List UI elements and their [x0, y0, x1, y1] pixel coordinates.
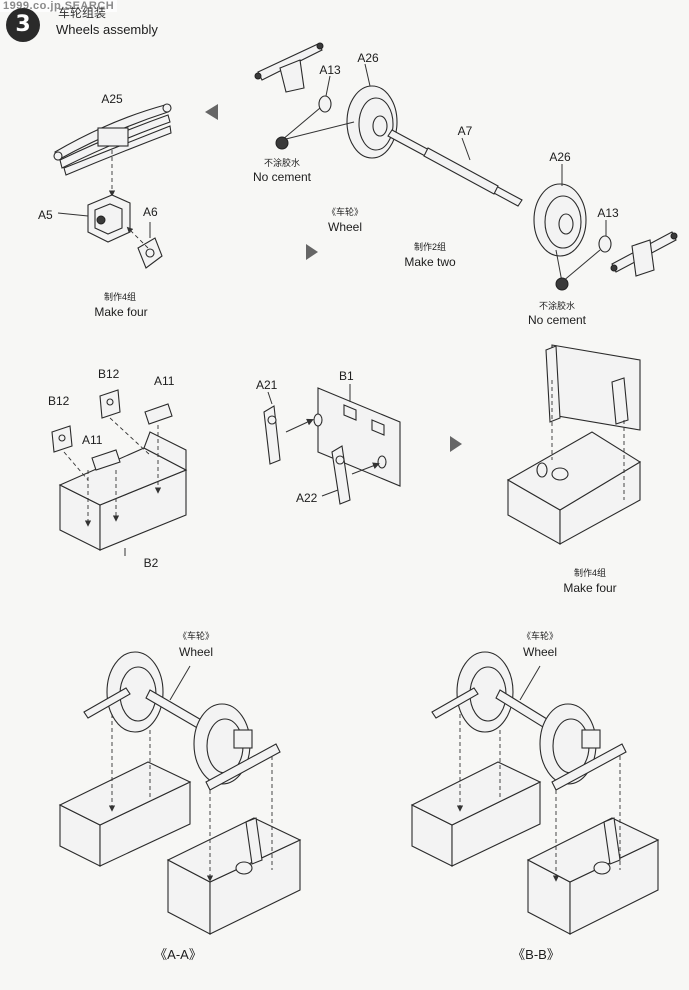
wheel-en-1: Wheel — [327, 220, 363, 234]
wheel-en-2: Wheel — [178, 645, 214, 659]
lever-a21 — [263, 405, 281, 465]
view-caption-aa: 《A-A》 — [154, 947, 202, 962]
washer-a13-top — [318, 95, 332, 113]
no-cement-en-1: No cement — [252, 170, 312, 184]
spring-hanger-top-left — [254, 42, 324, 93]
wheel-cn-1: 《车轮》 — [326, 207, 364, 217]
flow-arrow-1 — [205, 104, 218, 120]
wheel-cn-2: 《车轮》 — [177, 631, 215, 641]
step-number-badge: 3 — [6, 8, 40, 42]
part-label-b12-left: B12 — [48, 394, 70, 408]
view-bb-box-right — [526, 817, 660, 935]
plate-b1 — [313, 387, 401, 487]
make-two-cn: 制作2组 — [413, 242, 447, 252]
no-cement-en-2: No cement — [527, 313, 587, 327]
spring-hanger-right — [610, 231, 678, 277]
make-four-en-2: Make four — [563, 581, 617, 595]
flow-arrow-3 — [450, 436, 462, 452]
part-label-a7: A7 — [457, 124, 473, 138]
wheel-a26-right — [533, 183, 587, 257]
bracket-b12-left — [51, 425, 73, 453]
part-label-b1: B1 — [339, 369, 354, 383]
axle-box-a5 — [87, 194, 131, 243]
view-bb-wheelset — [431, 651, 627, 791]
part-label-a26-right: A26 — [549, 150, 571, 164]
wheel-cn-3: 《车轮》 — [521, 631, 559, 641]
part-label-a5: A5 — [38, 208, 53, 222]
part-label-a11-left: A11 — [82, 433, 103, 447]
step-title-en: Wheels assembly — [56, 22, 158, 37]
part-label-a21: A21 — [256, 378, 278, 392]
pin-a11-left — [91, 449, 121, 471]
make-four-cn-2: 制作4组 — [573, 568, 607, 578]
part-label-a13-top: A13 — [319, 63, 341, 77]
part-label-a22: A22 — [296, 491, 318, 505]
lever-a22 — [331, 445, 351, 505]
make-four-en-1: Make four — [94, 305, 148, 319]
view-aa-wheelset — [83, 651, 281, 791]
view-bb-box-left — [410, 761, 542, 867]
part-label-b12-mid: B12 — [98, 367, 120, 381]
make-four-cn-1: 制作4组 — [103, 292, 137, 302]
axle-plate-a6 — [137, 237, 163, 269]
view-aa-box-left — [58, 761, 192, 867]
bracket-b12-mid — [99, 389, 121, 419]
part-label-b2: B2 — [143, 556, 159, 570]
flow-arrow-2 — [306, 244, 318, 260]
view-caption-bb: 《B-B》 — [512, 947, 560, 962]
part-label-a25: A25 — [101, 92, 123, 106]
wheel-a26-top — [346, 85, 398, 159]
bracket-box-b2 — [58, 431, 188, 551]
view-aa-box-right — [166, 817, 302, 935]
leaf-spring-a25 — [53, 103, 172, 176]
assembled-bracket-box — [506, 344, 642, 545]
part-label-a26-top: A26 — [357, 51, 379, 65]
washer-a13-right — [598, 235, 612, 253]
step-title-cn: 车轮组装 — [58, 6, 107, 20]
axle-a7 — [387, 129, 523, 207]
part-label-a13-right: A13 — [597, 206, 619, 220]
wheel-en-3: Wheel — [522, 645, 558, 659]
part-label-a11-right: A11 — [154, 374, 175, 388]
part-label-a6: A6 — [143, 205, 158, 219]
make-two-en: Make two — [404, 255, 456, 269]
no-cement-cn-1: 不涂胶水 — [263, 158, 301, 168]
no-cement-cn-2: 不涂胶水 — [538, 301, 576, 311]
pin-a11-right — [144, 403, 173, 425]
